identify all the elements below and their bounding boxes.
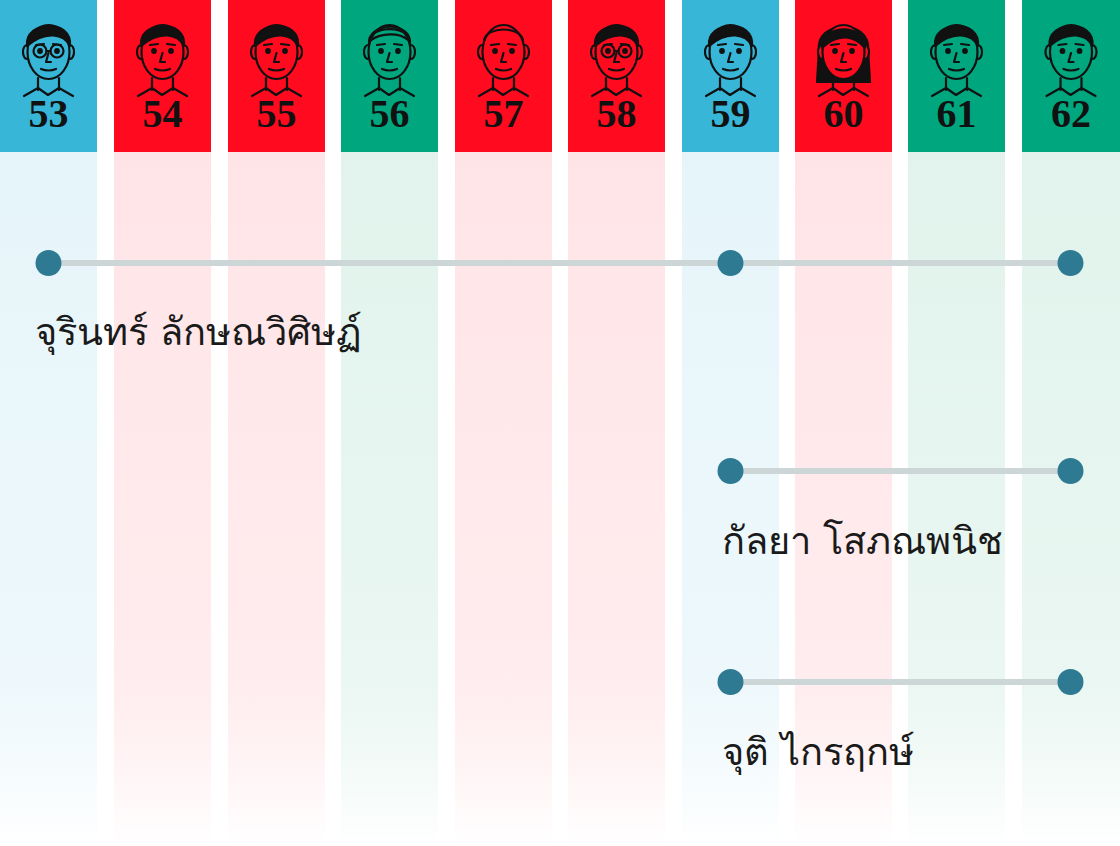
portrait-icon [341, 0, 438, 98]
timeline-bar [49, 260, 1071, 266]
year-header: 60 [795, 0, 892, 152]
person-name: จุรินทร์ ลักษณวิศิษฏ์ [35, 308, 362, 356]
portrait-icon [908, 0, 1005, 98]
year-number: 57 [455, 88, 552, 140]
column-tints [0, 152, 1120, 846]
year-header: 58 [568, 0, 665, 152]
timeline-dot [718, 250, 744, 276]
column-tint [908, 152, 1005, 846]
year-header: 59 [682, 0, 779, 152]
year-header: 56 [341, 0, 438, 152]
portrait-icon [682, 0, 779, 98]
portrait-icon [568, 0, 665, 98]
year-header: 53 [0, 0, 97, 152]
timeline-dot [718, 458, 744, 484]
column-tint [0, 152, 97, 846]
year-number: 59 [682, 88, 779, 140]
portrait-icon [795, 0, 892, 98]
year-header: 55 [228, 0, 325, 152]
year-number: 54 [114, 88, 211, 140]
timeline-dot [1058, 458, 1084, 484]
year-number: 62 [1022, 88, 1120, 140]
year-number: 53 [0, 88, 97, 140]
timelines [36, 250, 1084, 695]
year-header: 61 [908, 0, 1005, 152]
portrait-icon [114, 0, 211, 98]
year-number: 61 [908, 88, 1005, 140]
column-tint [341, 152, 438, 846]
year-number: 60 [795, 88, 892, 140]
column-tint [1022, 152, 1120, 846]
year-header: 54 [114, 0, 211, 152]
year-header: 57 [455, 0, 552, 152]
column-tint [455, 152, 552, 846]
timeline-dot [1058, 250, 1084, 276]
person-name: กัลยา โสภณพนิช [722, 517, 1003, 565]
person-name: จุติ ไกรฤกษ์ [722, 728, 914, 776]
year-number: 56 [341, 88, 438, 140]
year-header: 62 [1022, 0, 1120, 152]
timeline-dot [718, 669, 744, 695]
column-tint [228, 152, 325, 846]
column-tint [114, 152, 211, 846]
year-number: 55 [228, 88, 325, 140]
portrait-icon [0, 0, 97, 98]
portrait-icon [1022, 0, 1120, 98]
portrait-icon [455, 0, 552, 98]
timeline-bar [731, 679, 1071, 685]
timeline-dot [1058, 669, 1084, 695]
portrait-icon [228, 0, 325, 98]
timeline-bar [731, 468, 1071, 474]
year-number: 58 [568, 88, 665, 140]
column-tint [568, 152, 665, 846]
timeline-dot [36, 250, 62, 276]
